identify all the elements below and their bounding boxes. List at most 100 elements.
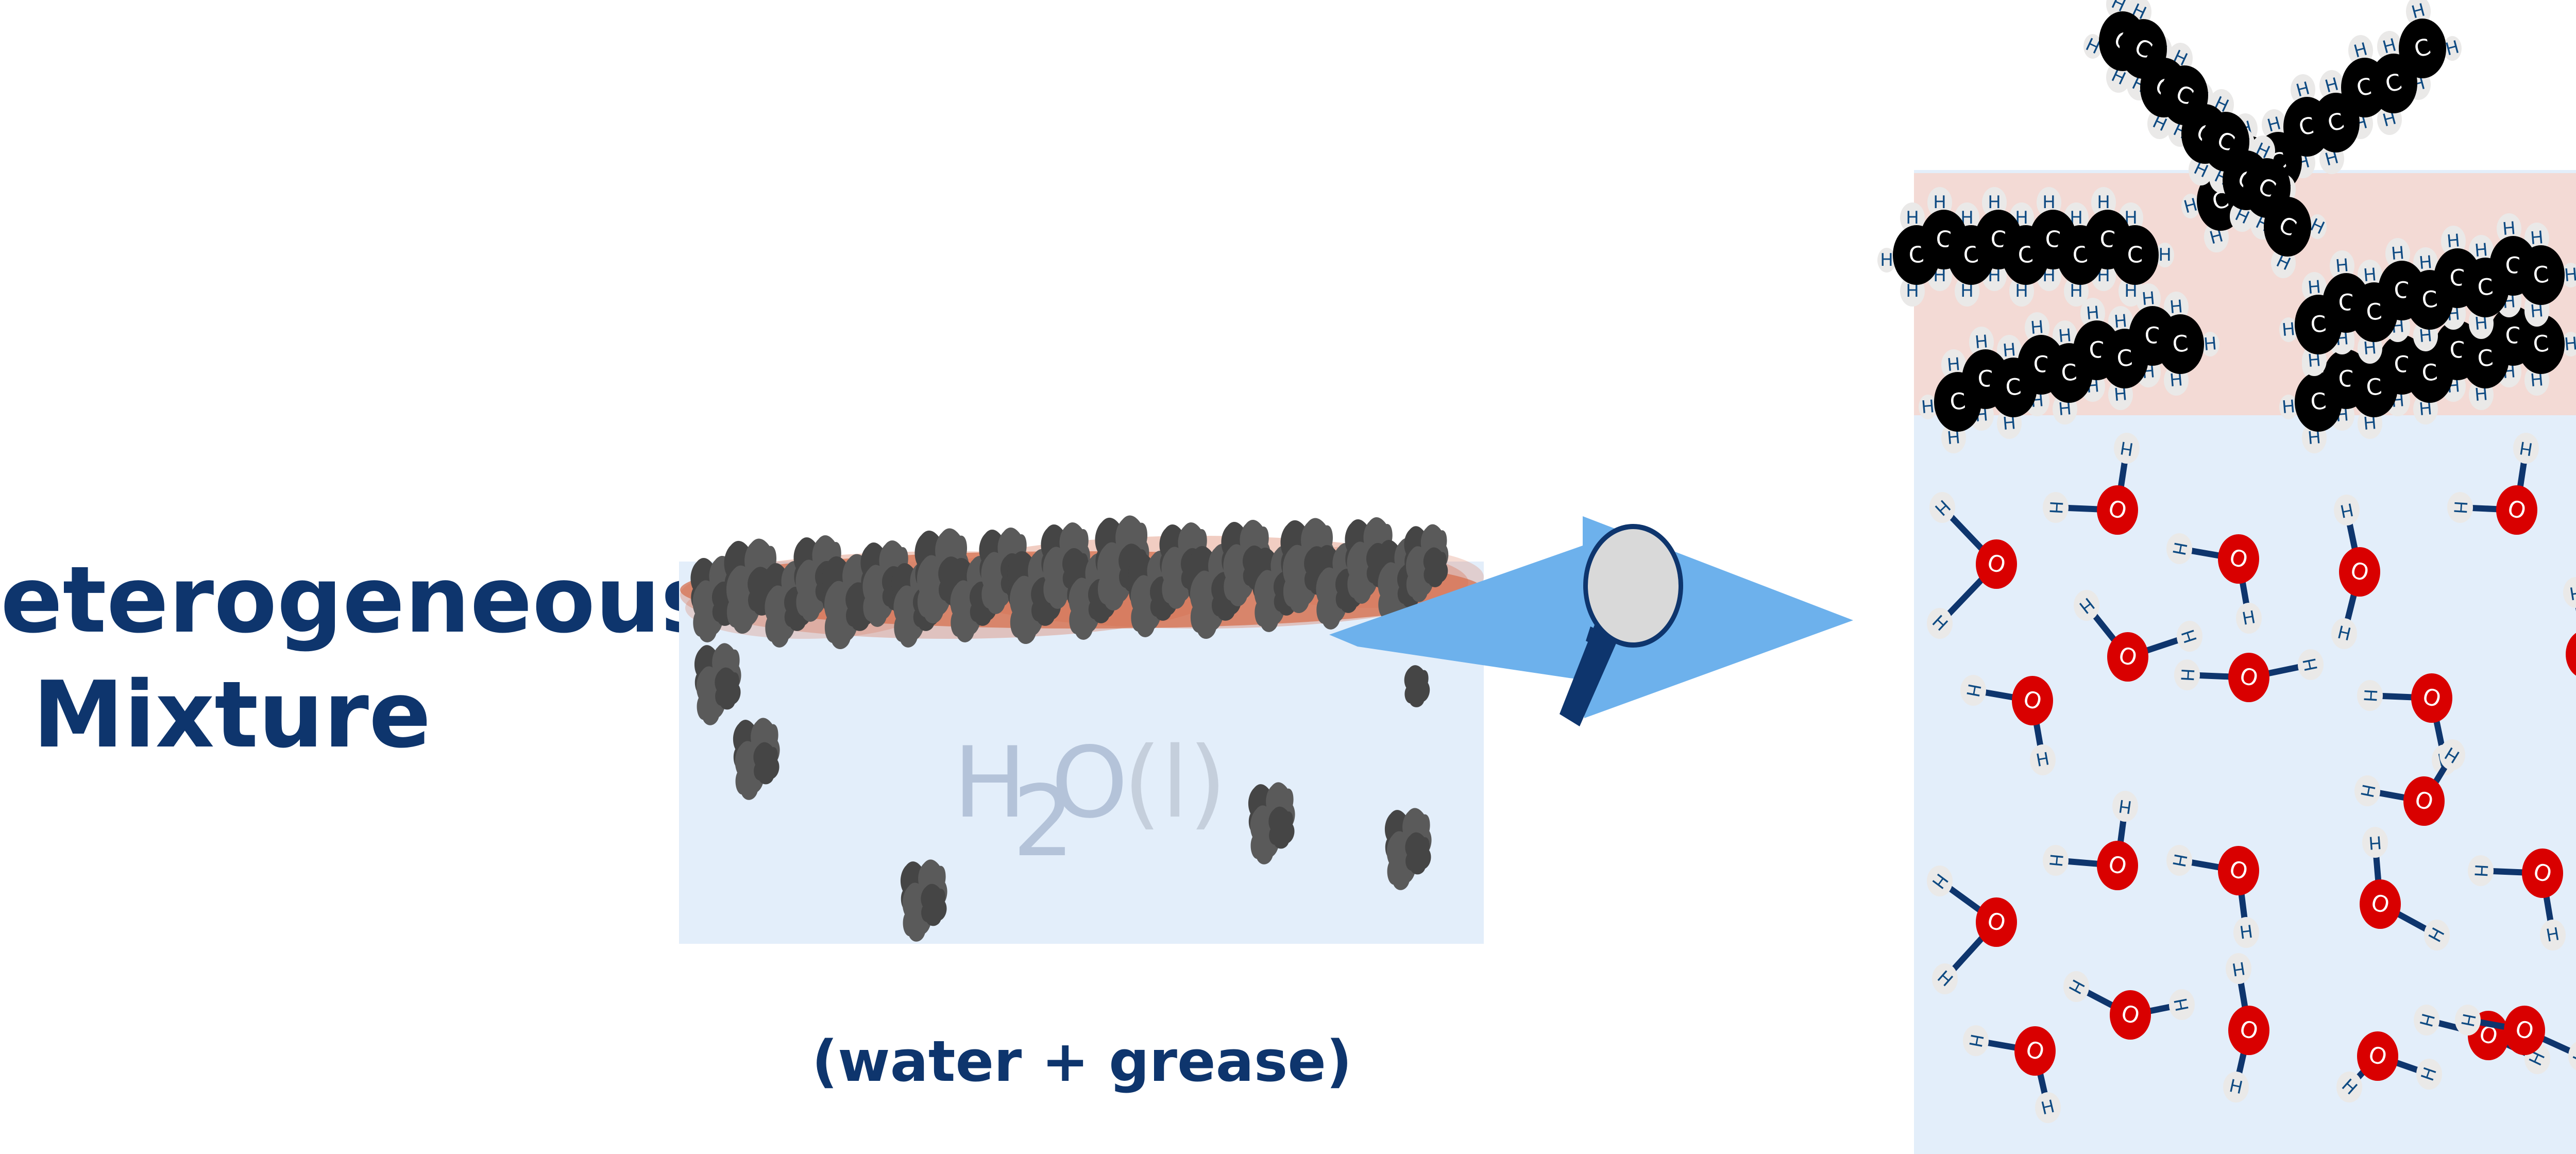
hydrogen-atom: H	[2439, 739, 2465, 770]
svg-text:H: H	[2042, 192, 2056, 213]
svg-text:C: C	[1948, 388, 1967, 415]
hydrogen-atom: H	[2112, 791, 2138, 822]
hydrogen-atom: H	[2424, 920, 2450, 951]
hydrogen-atom: H	[2043, 845, 2069, 876]
hydrogen-atom: H	[1969, 327, 1994, 358]
water-molecule: H HO	[2043, 791, 2138, 890]
water-formula-label: H 2 O (l)	[953, 726, 1227, 878]
hydrogen-atom: H	[2181, 194, 2200, 218]
svg-text:H: H	[2307, 277, 2322, 298]
hydrogen-atom: H	[1919, 395, 1937, 419]
svg-text:H: H	[1933, 192, 1946, 213]
water-molecule: HHO	[1963, 1025, 2061, 1123]
svg-text:C: C	[2532, 261, 2550, 288]
hydrogen-atom: H	[2414, 1005, 2439, 1036]
svg-text:C: C	[2171, 330, 2189, 358]
svg-text:C: C	[2420, 359, 2438, 386]
svg-text:C: C	[2127, 242, 2143, 268]
water-molecule: HHO	[2360, 827, 2450, 951]
hydrogen-atom: H	[2354, 775, 2380, 806]
water-molecule: HHO	[2468, 848, 2566, 951]
svg-text:H: H	[2335, 255, 2350, 277]
svg-text:H: H	[2203, 333, 2218, 355]
hydrogen-atom: H	[2174, 659, 2200, 690]
water-molecule: HHO	[2063, 971, 2195, 1040]
carbon-atom: C	[2111, 225, 2159, 285]
water-molecule: HHO	[2074, 590, 2202, 682]
svg-text:H: H	[2086, 302, 2100, 324]
svg-text:H: H	[1921, 396, 1936, 418]
hydrogen-atom: H	[2416, 1059, 2442, 1090]
carbon-atom: C	[2157, 314, 2204, 374]
svg-text:C: C	[2365, 374, 2383, 401]
svg-text:C: C	[2420, 286, 2438, 313]
hydrogen-atom: H	[2336, 1072, 2362, 1102]
oxygen-atom: O	[2218, 534, 2259, 584]
oxygen-atom: O	[2228, 653, 2269, 702]
svg-text:H: H	[2363, 264, 2378, 286]
water-molecule: HHO	[2223, 953, 2269, 1102]
hydrogen-atom: H	[2223, 1072, 2249, 1102]
oxygen-atom: O	[2014, 1026, 2056, 1076]
hydrogen-atom: H	[2468, 855, 2494, 886]
oxygen-atom: O	[2228, 1006, 2269, 1055]
water-molecule: H HO	[2336, 1031, 2442, 1102]
svg-text:C: C	[2476, 345, 2494, 372]
svg-text:H: H	[2058, 325, 2073, 347]
hydrogen-atom: H	[2563, 577, 2576, 608]
svg-text:H: H	[1946, 354, 1961, 376]
svg-text:H: H	[2176, 668, 2197, 682]
water-molecule: HHO	[1960, 675, 2056, 775]
svg-text:H: H	[1880, 250, 1893, 270]
magnifying-glass-icon	[1560, 524, 1683, 726]
svg-text:H: H	[1988, 192, 2001, 213]
hydrogen-atom: H	[1929, 492, 1955, 523]
svg-text:H: H	[2281, 396, 2296, 418]
water-molecule: HHO	[2563, 577, 2576, 676]
hydrogen-atom: H	[2455, 1005, 2481, 1036]
svg-text:H: H	[2449, 500, 2470, 515]
svg-text:H: H	[2239, 921, 2255, 943]
oxygen-atom: O	[2357, 1031, 2398, 1081]
svg-text:H: H	[2368, 831, 2382, 853]
svg-text:H: H	[2230, 957, 2246, 979]
carbon-atom: C	[2264, 197, 2311, 257]
svg-text:H: H	[2097, 192, 2110, 213]
svg-text:H: H	[2002, 340, 2017, 361]
oxygen-atom: O	[2097, 841, 2138, 890]
title-line-1: Heterogeneous	[0, 547, 715, 653]
svg-text:H: H	[1906, 208, 1919, 228]
svg-text:C: C	[2060, 359, 2078, 386]
hydrogen-atom: H	[2063, 971, 2089, 1002]
svg-text:H: H	[2530, 227, 2545, 249]
carbon-atom: C	[2517, 245, 2565, 305]
hydrogen-atom: H	[2562, 263, 2576, 287]
hydrogen-atom: H	[2298, 649, 2324, 680]
water-molecule: HHO	[2043, 433, 2140, 535]
oxygen-atom: O	[2097, 485, 2138, 535]
svg-text:H: H	[2359, 688, 2380, 703]
hydrogen-atom: H	[2334, 495, 2360, 525]
svg-text:H: H	[2502, 218, 2517, 240]
svg-text:C: C	[2004, 374, 2022, 401]
svg-text:H: H	[2119, 437, 2134, 459]
hydrogen-atom: H	[1877, 248, 1896, 273]
hydrogen-atom: H	[2166, 533, 2192, 564]
oxygen-atom: O	[2360, 879, 2401, 929]
water-molecule: HHO	[2166, 845, 2259, 948]
water-molecule: HHO	[2331, 495, 2380, 649]
hydrogen-atom: H	[2035, 1092, 2061, 1123]
formula-o: O	[1051, 726, 1128, 840]
water-molecule: HHO	[1927, 492, 2017, 639]
svg-text:H: H	[2169, 296, 2184, 318]
hydrogen-atom: H	[1927, 865, 1953, 896]
oxygen-atom: O	[2504, 1006, 2545, 1055]
hydrogen-atom: H	[2043, 492, 2069, 523]
formula-h: H	[953, 726, 1027, 840]
water-molecules: HHOHHOHHOHHOHHOHHOHHOHHOHHOHHOHHOHHOHHOH…	[1927, 433, 2576, 1123]
svg-text:H: H	[2446, 230, 2461, 252]
